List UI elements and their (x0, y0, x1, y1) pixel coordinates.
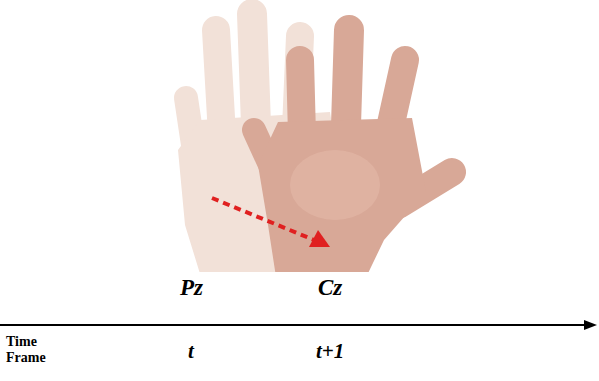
axis-label: Time Frame (6, 334, 58, 366)
previous-position-label: Pz (180, 275, 203, 300)
motion-arrow (212, 198, 330, 247)
time-tick-label: t+1 (316, 340, 344, 363)
current-position-label: Cz (318, 275, 342, 300)
time-tick-label: t (188, 340, 194, 363)
time-axis (0, 320, 597, 330)
current-hand (254, 30, 452, 272)
